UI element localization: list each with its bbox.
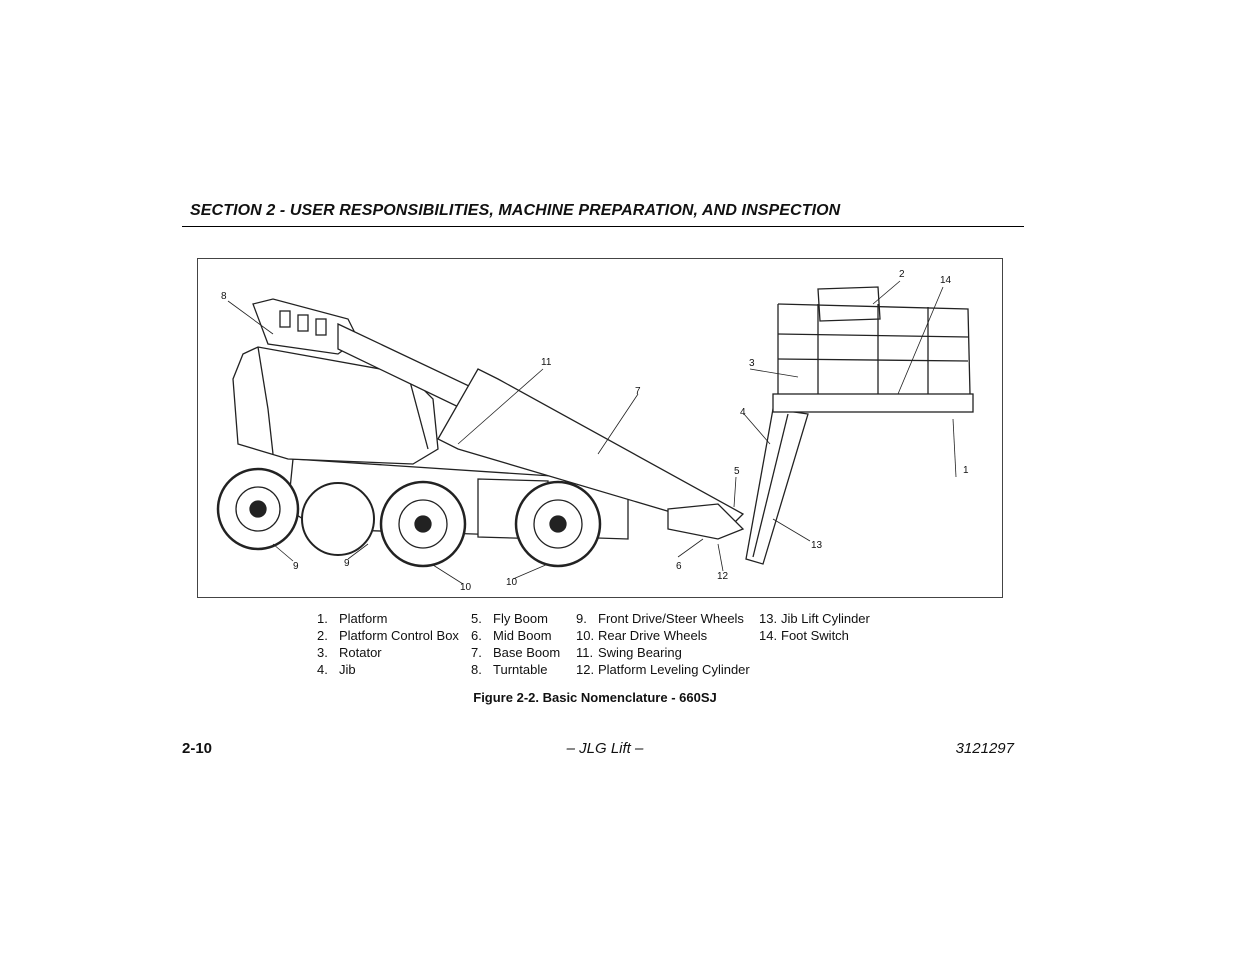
legend-item: 2. Platform Control Box [317, 627, 459, 644]
legend-label: Platform [339, 611, 388, 626]
legend-column-3: 9. Front Drive/Steer Wheels 10.Rear Drive… [576, 610, 750, 678]
callout-10a: 10 [460, 582, 472, 593]
legend-number: 11. [576, 645, 594, 660]
legend-label: Rear Drive Wheels [598, 628, 708, 643]
legend-number: 5. [471, 611, 482, 626]
legend-number: 4. [317, 662, 328, 677]
legend-number: 9. [576, 611, 587, 626]
legend-label: Platform Control Box [339, 628, 459, 643]
legend-column-4: 13.Jib Lift Cylinder 14.Foot Switch [759, 610, 870, 644]
callout-4: 4 [740, 407, 746, 418]
legend-label: Swing Bearing [598, 645, 682, 660]
legend-number: 10. [576, 628, 595, 643]
callout-10b: 10 [506, 577, 518, 588]
legend-item: 1. Platform [317, 610, 459, 627]
callout-11: 11 [541, 357, 552, 368]
legend-item: 5. Fly Boom [471, 610, 560, 627]
legend-label: Front Drive/Steer Wheels [598, 611, 744, 626]
legend-label: Jib [339, 662, 356, 677]
legend-item: 13.Jib Lift Cylinder [759, 610, 870, 627]
legend-label: Turntable [493, 662, 548, 677]
callout-6: 6 [676, 561, 682, 572]
legend-item: 4. Jib [317, 661, 459, 678]
legend-item: 10.Rear Drive Wheels [576, 627, 750, 644]
callout-8: 8 [221, 291, 227, 302]
legend-label: Platform Leveling Cylinder [598, 662, 750, 677]
footer-center-text: – JLG Lift – [566, 740, 644, 757]
callout-9b: 9 [344, 558, 350, 569]
legend-label: Fly Boom [493, 611, 548, 626]
legend-label: Base Boom [493, 645, 561, 660]
callout-12: 12 [717, 571, 729, 582]
legend-number: 6. [471, 628, 482, 643]
legend-column-2: 5. Fly Boom 6. Mid Boom 7. Base Boom 8. Turn… [471, 610, 560, 678]
legend-item: 7. Base Boom [471, 644, 560, 661]
legend-column-1: 1. Platform 2. Platform Control Box 3. Rota… [317, 610, 459, 678]
callout-13: 13 [811, 540, 823, 551]
legend-number: 7. [471, 645, 482, 660]
legend-label: Jib Lift Cylinder [781, 611, 870, 626]
legend-item: 3. Rotator [317, 644, 459, 661]
legend-item: 8. Turntable [471, 661, 560, 678]
legend-number: 3. [317, 645, 328, 660]
legend-label: Rotator [339, 645, 382, 660]
machine-illustration: 1 2 3 4 5 6 7 8 9 9 10 10 11 12 13 14 [216, 269, 974, 593]
document-number: 3121297 [955, 740, 1014, 757]
header-rule [182, 226, 1024, 227]
legend-item: 14.Foot Switch [759, 627, 870, 644]
callout-9a: 9 [293, 561, 299, 572]
callout-14: 14 [940, 275, 952, 286]
legend-number: 1. [317, 611, 328, 626]
section-title: SECTION 2 - USER RESPONSIBILITIES, MACHI… [190, 202, 841, 219]
legend-number: 2. [317, 628, 328, 643]
page-number: 2-10 [182, 740, 213, 757]
legend-number: 13. [759, 611, 778, 626]
legend-number: 8. [471, 662, 482, 677]
figure-caption: Figure 2-2. Basic Nomenclature - 660SJ [473, 690, 717, 705]
legend-item: 9. Front Drive/Steer Wheels [576, 610, 750, 627]
callout-3: 3 [749, 358, 755, 369]
legend-item: 11. Swing Bearing [576, 644, 750, 661]
legend-label: Mid Boom [493, 628, 552, 643]
callout-2: 2 [899, 269, 905, 280]
legend-number: 14. [759, 628, 778, 643]
callout-5: 5 [734, 466, 740, 477]
callout-1: 1 [963, 465, 969, 476]
legend-number: 12. [576, 662, 595, 677]
legend-label: Foot Switch [781, 628, 849, 643]
callout-7: 7 [635, 386, 641, 397]
legend-item: 12.Platform Leveling Cylinder [576, 661, 750, 678]
legend-item: 6. Mid Boom [471, 627, 560, 644]
figure-box: 1 2 3 4 5 6 7 8 9 9 10 10 11 12 13 14 [197, 258, 1003, 598]
